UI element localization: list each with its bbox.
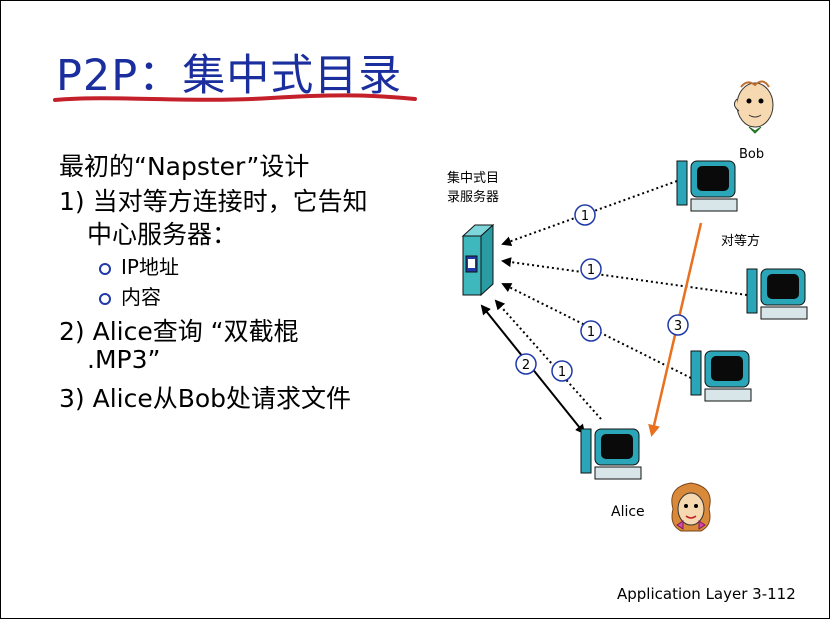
bullet-ip-address: IP地址: [99, 251, 179, 280]
register-arrow-bob: [501, 180, 678, 246]
slide-title: P2P：集中式目录: [56, 51, 403, 101]
svg-text:2: 2: [522, 358, 530, 373]
bullet-ip-label: IP地址: [121, 255, 179, 279]
step-marker-1-bob: 1: [574, 204, 596, 226]
bullet-content-label: 内容: [121, 285, 161, 309]
bullet-icon: [99, 262, 111, 275]
bob-label: Bob: [739, 147, 764, 162]
peer-computer-icon: [690, 350, 752, 402]
svg-text:1: 1: [581, 209, 589, 224]
step-marker-1-peer-1: 1: [580, 258, 602, 280]
peer-label: 对等方: [721, 233, 760, 249]
bullet-icon: [99, 292, 111, 305]
directory-server-icon: [461, 223, 495, 297]
step-3-text: 3) Alice从Bob处请求文件: [59, 384, 352, 413]
step-1-continuation: 中心服务器：: [87, 220, 238, 249]
step-2-text: 2) Alice查询 “双截棍: [59, 317, 299, 346]
step-marker-1-alice: 1: [551, 360, 573, 382]
step-2-continuation: .MP3”: [87, 345, 161, 374]
step-marker-3: 3: [667, 314, 689, 336]
title-underline: [53, 93, 417, 102]
svg-text:1: 1: [558, 365, 566, 380]
step-1-text: 1) 当对等方连接时，它告知: [59, 187, 368, 216]
register-arrow-peer-1: [501, 257, 748, 296]
intro-text: 最初的“Napster”设计: [59, 152, 310, 181]
slide-footer: Application Layer 3-112: [617, 585, 796, 603]
alice-computer-icon: [580, 428, 642, 480]
register-arrow-alice: [494, 299, 602, 420]
bob-computer-icon: [676, 160, 738, 212]
step-marker-2: 2: [515, 353, 537, 375]
bob-face-icon: [733, 80, 774, 134]
step-marker-1-peer-2: 1: [580, 320, 602, 342]
server-label-line1: 集中式目: [447, 170, 499, 186]
bullet-content: 内容: [99, 281, 161, 310]
server-label-line2: 录服务器: [447, 189, 499, 205]
peer-computer-icon: [746, 268, 808, 320]
svg-text:1: 1: [587, 263, 595, 278]
alice-label: Alice: [611, 504, 645, 520]
alice-face-icon: [671, 482, 711, 532]
svg-text:3: 3: [674, 319, 682, 334]
svg-text:1: 1: [587, 325, 595, 340]
